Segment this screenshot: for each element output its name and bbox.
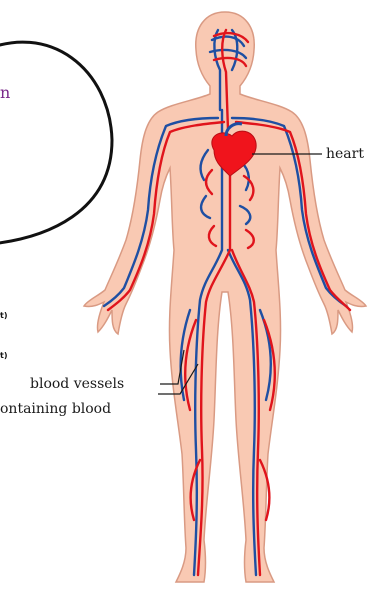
cropped-small-mark-1: t) [0, 311, 7, 320]
body-silhouette [84, 12, 366, 582]
cropped-small-mark-2: t) [0, 351, 7, 360]
heart-label: heart [326, 146, 364, 162]
blood-vessels-label-line1: blood vessels [30, 376, 124, 392]
cropped-purple-text: n [0, 83, 10, 102]
blood-vessels-label-line2: ontaining blood [0, 401, 111, 417]
cropped-ellipse [0, 42, 112, 245]
